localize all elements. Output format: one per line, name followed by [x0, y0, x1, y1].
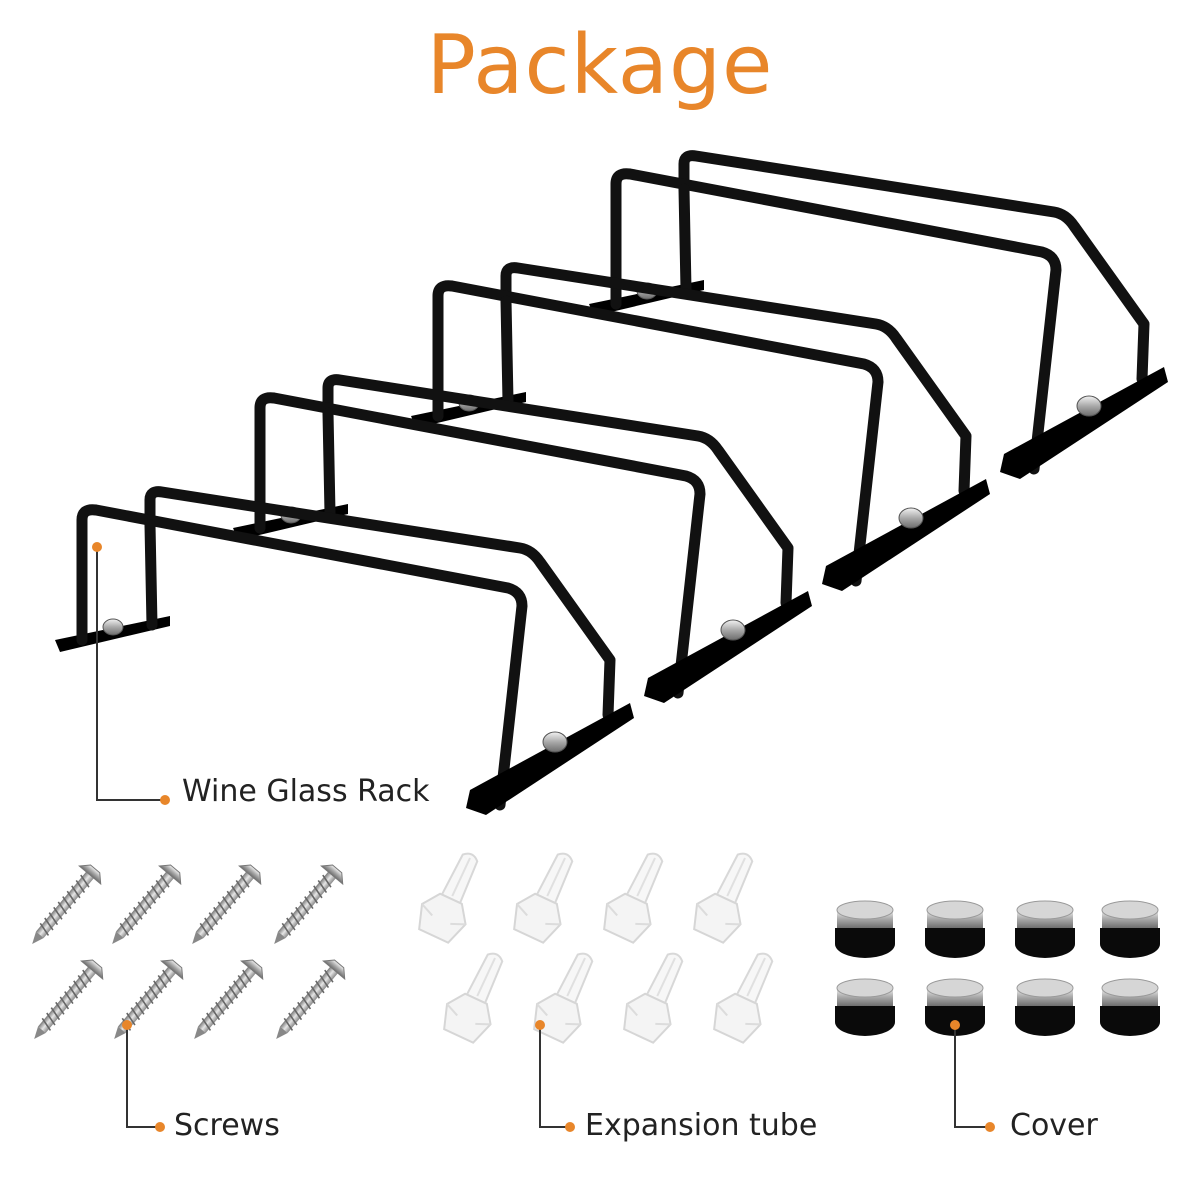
rack-screw-head: [542, 731, 568, 753]
expansion-tube: [713, 952, 774, 1044]
leader-dot: [92, 542, 102, 552]
screw: [32, 864, 102, 944]
cover: [1100, 900, 1160, 958]
page-title: Package: [426, 18, 774, 113]
rack-right-plate: [644, 591, 812, 703]
screw: [194, 959, 264, 1039]
expansion-tube: [693, 852, 754, 944]
cover: [925, 978, 985, 1036]
leader-dot: [155, 1122, 165, 1132]
cover: [925, 900, 985, 958]
leader-dot: [565, 1122, 575, 1132]
expansion-tube: [603, 852, 664, 944]
leader-dot: [122, 1020, 132, 1030]
screw: [192, 864, 262, 944]
rack-right-plate: [466, 703, 634, 815]
cover: [835, 900, 895, 958]
screw: [114, 959, 184, 1039]
expansion-leader-line: [539, 1025, 570, 1128]
expansion-tube: [513, 852, 574, 944]
cover: [1015, 900, 1075, 958]
expansion-tube: [533, 952, 594, 1044]
screw: [34, 959, 104, 1039]
expansion-tube: [418, 852, 479, 944]
wine-glass-rack: [411, 262, 990, 591]
rack-leader-line: [96, 547, 165, 801]
screws-label: Screws: [174, 1108, 280, 1143]
leader-dot: [160, 795, 170, 805]
cover: [1100, 978, 1160, 1036]
cover: [1015, 978, 1075, 1036]
rack-right-plate: [1000, 367, 1168, 479]
leader-dot: [535, 1020, 545, 1030]
rack-screw-head: [720, 619, 746, 641]
screw: [276, 959, 346, 1039]
rack-right-plate: [822, 479, 990, 591]
rack-screw-head: [898, 507, 924, 529]
screw: [274, 864, 344, 944]
cover: [835, 978, 895, 1036]
leader-dot: [950, 1020, 960, 1030]
screws-leader-line: [126, 1025, 160, 1128]
leader-dot: [985, 1122, 995, 1132]
cover-leader-line: [954, 1025, 990, 1128]
wine-glass-rack: [233, 374, 812, 703]
expansion-tube: [623, 952, 684, 1044]
rack-screw-head: [102, 618, 124, 636]
cover-label: Cover: [1010, 1108, 1098, 1143]
wine-glass-rack: [55, 486, 634, 815]
expansion-tube: [443, 952, 504, 1044]
wine-glass-rack-label: Wine Glass Rack: [182, 774, 430, 809]
rack-screw-head: [1076, 395, 1102, 417]
screw: [112, 864, 182, 944]
expansion-tube-label: Expansion tube: [585, 1108, 818, 1143]
